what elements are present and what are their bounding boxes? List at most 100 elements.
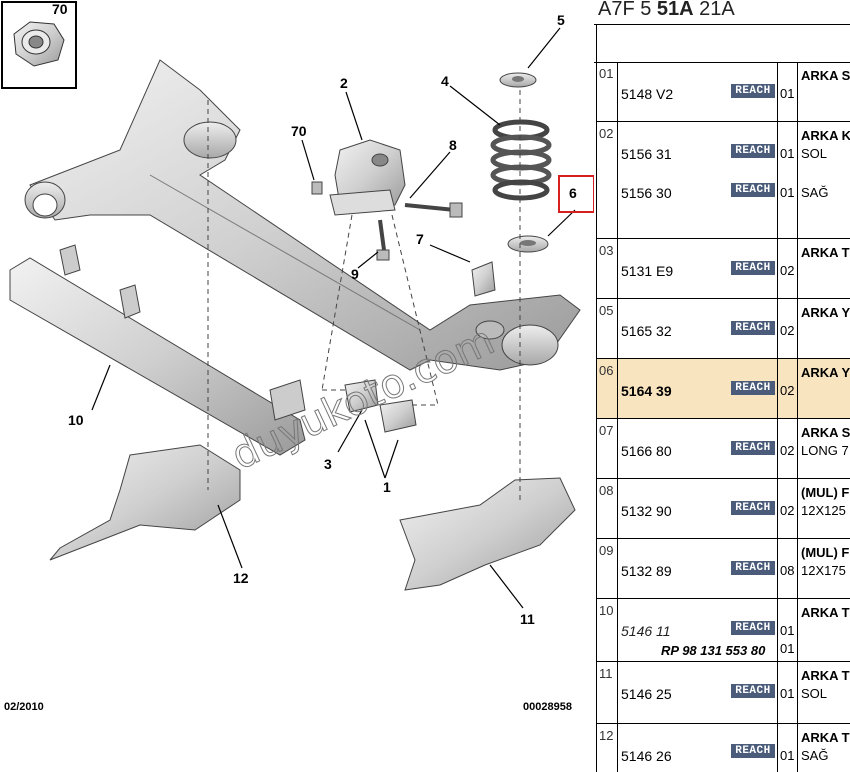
part-row[interactable]: 09 5132 89 REACH 08 (MUL) F 12X175	[596, 539, 850, 599]
part-row[interactable]: 01 5148 V2 REACH 01 ARKA S	[596, 62, 850, 122]
rear-axle-beam[interactable]	[24, 59, 581, 371]
reach-badge: REACH	[731, 561, 775, 575]
part-number[interactable]: 5156 31	[621, 146, 672, 162]
panel-header: A7F 5 51A 21A	[594, 0, 850, 63]
bolt-part-70[interactable]	[311, 181, 323, 195]
row-position: 09	[599, 543, 614, 558]
reach-badge: REACH	[731, 261, 775, 275]
callout-10: 10	[68, 412, 84, 428]
highlight-box-part-6[interactable]: 6	[558, 175, 594, 213]
bolt-part-8[interactable]	[404, 202, 463, 218]
part-number[interactable]: 5132 90	[621, 503, 672, 519]
quantity: 02	[780, 323, 795, 338]
nut-inset[interactable]: 70	[1, 1, 77, 89]
description: ARKA T	[801, 730, 850, 745]
catalog-reference: A7F 5 51A 21A	[598, 0, 735, 21]
bump-stop-part-7[interactable]	[471, 261, 496, 297]
part-row[interactable]: 03 5131 E9 REACH 02 ARKA T	[596, 239, 850, 299]
bolt-part-9[interactable]	[376, 219, 390, 261]
spring-seat-part-5[interactable]	[499, 72, 537, 88]
callout-5: 5	[557, 12, 565, 28]
part-number[interactable]: 5156 30	[621, 185, 672, 201]
bracket-part-12[interactable]	[49, 444, 241, 561]
description-side: LONG 7	[801, 443, 849, 458]
part-number[interactable]: 5148 V2	[621, 86, 674, 102]
ref-bold: 51A	[656, 0, 694, 20]
ref-prefix: A7F 5	[598, 0, 657, 20]
callout-7: 7	[416, 231, 424, 247]
part-number[interactable]: 5164 39	[621, 383, 672, 399]
bracket-part-2[interactable]	[329, 139, 406, 216]
part-number[interactable]: 5131 E9	[621, 263, 674, 279]
part-row[interactable]: 07 5166 80 REACH 02 ARKA S LONG 7	[596, 419, 850, 479]
reach-badge: REACH	[731, 684, 775, 698]
quantity: 01	[780, 686, 795, 701]
header-vline	[596, 25, 597, 62]
callout-6: 6	[569, 185, 577, 201]
part-number[interactable]: 5165 32	[621, 323, 672, 339]
part-row[interactable]: 11 5146 25 REACH 01 ARKA T SOL	[596, 662, 850, 724]
callout-70: 70	[291, 123, 307, 139]
description-side: SAĞ	[801, 748, 829, 763]
reach-badge: REACH	[731, 144, 775, 158]
part-number[interactable]: 5146 25	[621, 686, 672, 702]
reach-badge: REACH	[731, 621, 775, 635]
diagram-number: 00028958	[523, 701, 572, 713]
description-side: SOL	[801, 146, 828, 161]
bushing-part-3[interactable]	[344, 379, 417, 433]
part-row[interactable]: 05 5165 32 REACH 02 ARKA Y	[596, 299, 850, 359]
description-side: SAĞ	[801, 185, 829, 200]
header-rule	[594, 24, 850, 25]
part-row[interactable]: 08 5132 90 REACH 02 (MUL) F 12X125	[596, 479, 850, 539]
quantity: 02	[780, 503, 795, 518]
exploded-parts-diagram: 70	[1, 1, 594, 713]
part-number[interactable]: 5132 89	[621, 563, 672, 579]
quantity: 01	[780, 86, 795, 101]
callout-4: 4	[441, 73, 449, 89]
reach-badge: REACH	[731, 321, 775, 335]
reach-badge: REACH	[731, 744, 775, 758]
description: (MUL) F	[801, 545, 850, 560]
quantity: 02	[780, 263, 795, 278]
diagram-canvas: 70	[1, 1, 594, 713]
part-row-selected[interactable]: 06 5164 39 REACH 02 ARKA Y	[596, 359, 850, 419]
row-position: 07	[599, 423, 614, 438]
part-row[interactable]: 02 5156 31 REACH 01 ARKA K SOL 5156 30 R…	[596, 122, 850, 239]
description: ARKA K	[801, 128, 850, 143]
assembly-guide-lines	[207, 90, 521, 500]
callout-11: 11	[520, 611, 535, 627]
callout-70-inset: 70	[52, 1, 68, 17]
replacement-quantity: 01	[780, 641, 795, 656]
part-number[interactable]: 5146 26	[621, 748, 672, 764]
reach-badge: REACH	[731, 183, 775, 197]
row-position: 05	[599, 303, 614, 318]
row-position: 08	[599, 483, 614, 498]
description-side: 12X175	[801, 563, 846, 578]
coil-spring-part-4[interactable]	[490, 119, 552, 201]
part-number[interactable]: 5146 11	[621, 623, 671, 639]
callout-8: 8	[449, 137, 457, 153]
row-position: 12	[599, 728, 614, 743]
callout-2: 2	[340, 75, 348, 91]
callout-9: 9	[351, 266, 359, 282]
replacement-reference[interactable]: RP 98 131 553 80	[661, 643, 766, 658]
spring-seat-part-6[interactable]	[507, 235, 549, 253]
quantity: 01	[780, 185, 795, 200]
parts-list-panel: A7F 5 51A 21A 01 5148 V2 REACH 01 ARKA S…	[594, 0, 850, 772]
reach-badge: REACH	[731, 381, 775, 395]
row-position: 06	[599, 363, 614, 378]
row-position: 10	[599, 603, 614, 618]
part-row[interactable]: 12 5146 26 REACH 01 ARKA T SAĞ	[596, 724, 850, 772]
part-number[interactable]: 5166 80	[621, 443, 672, 459]
description: ARKA S	[801, 425, 850, 440]
diagram-date: 02/2010	[4, 701, 44, 713]
description: ARKA T	[801, 245, 850, 260]
callout-12: 12	[233, 570, 249, 586]
stabilizer-bar[interactable]	[9, 244, 306, 456]
bracket-part-11[interactable]	[399, 477, 576, 591]
quantity: 01	[780, 623, 795, 638]
row-position: 03	[599, 243, 614, 258]
description: ARKA Y	[801, 365, 850, 380]
part-row[interactable]: 10 5146 11 REACH 01 ARKA T RP 98 131 553…	[596, 599, 850, 662]
callout-1: 1	[383, 479, 391, 495]
